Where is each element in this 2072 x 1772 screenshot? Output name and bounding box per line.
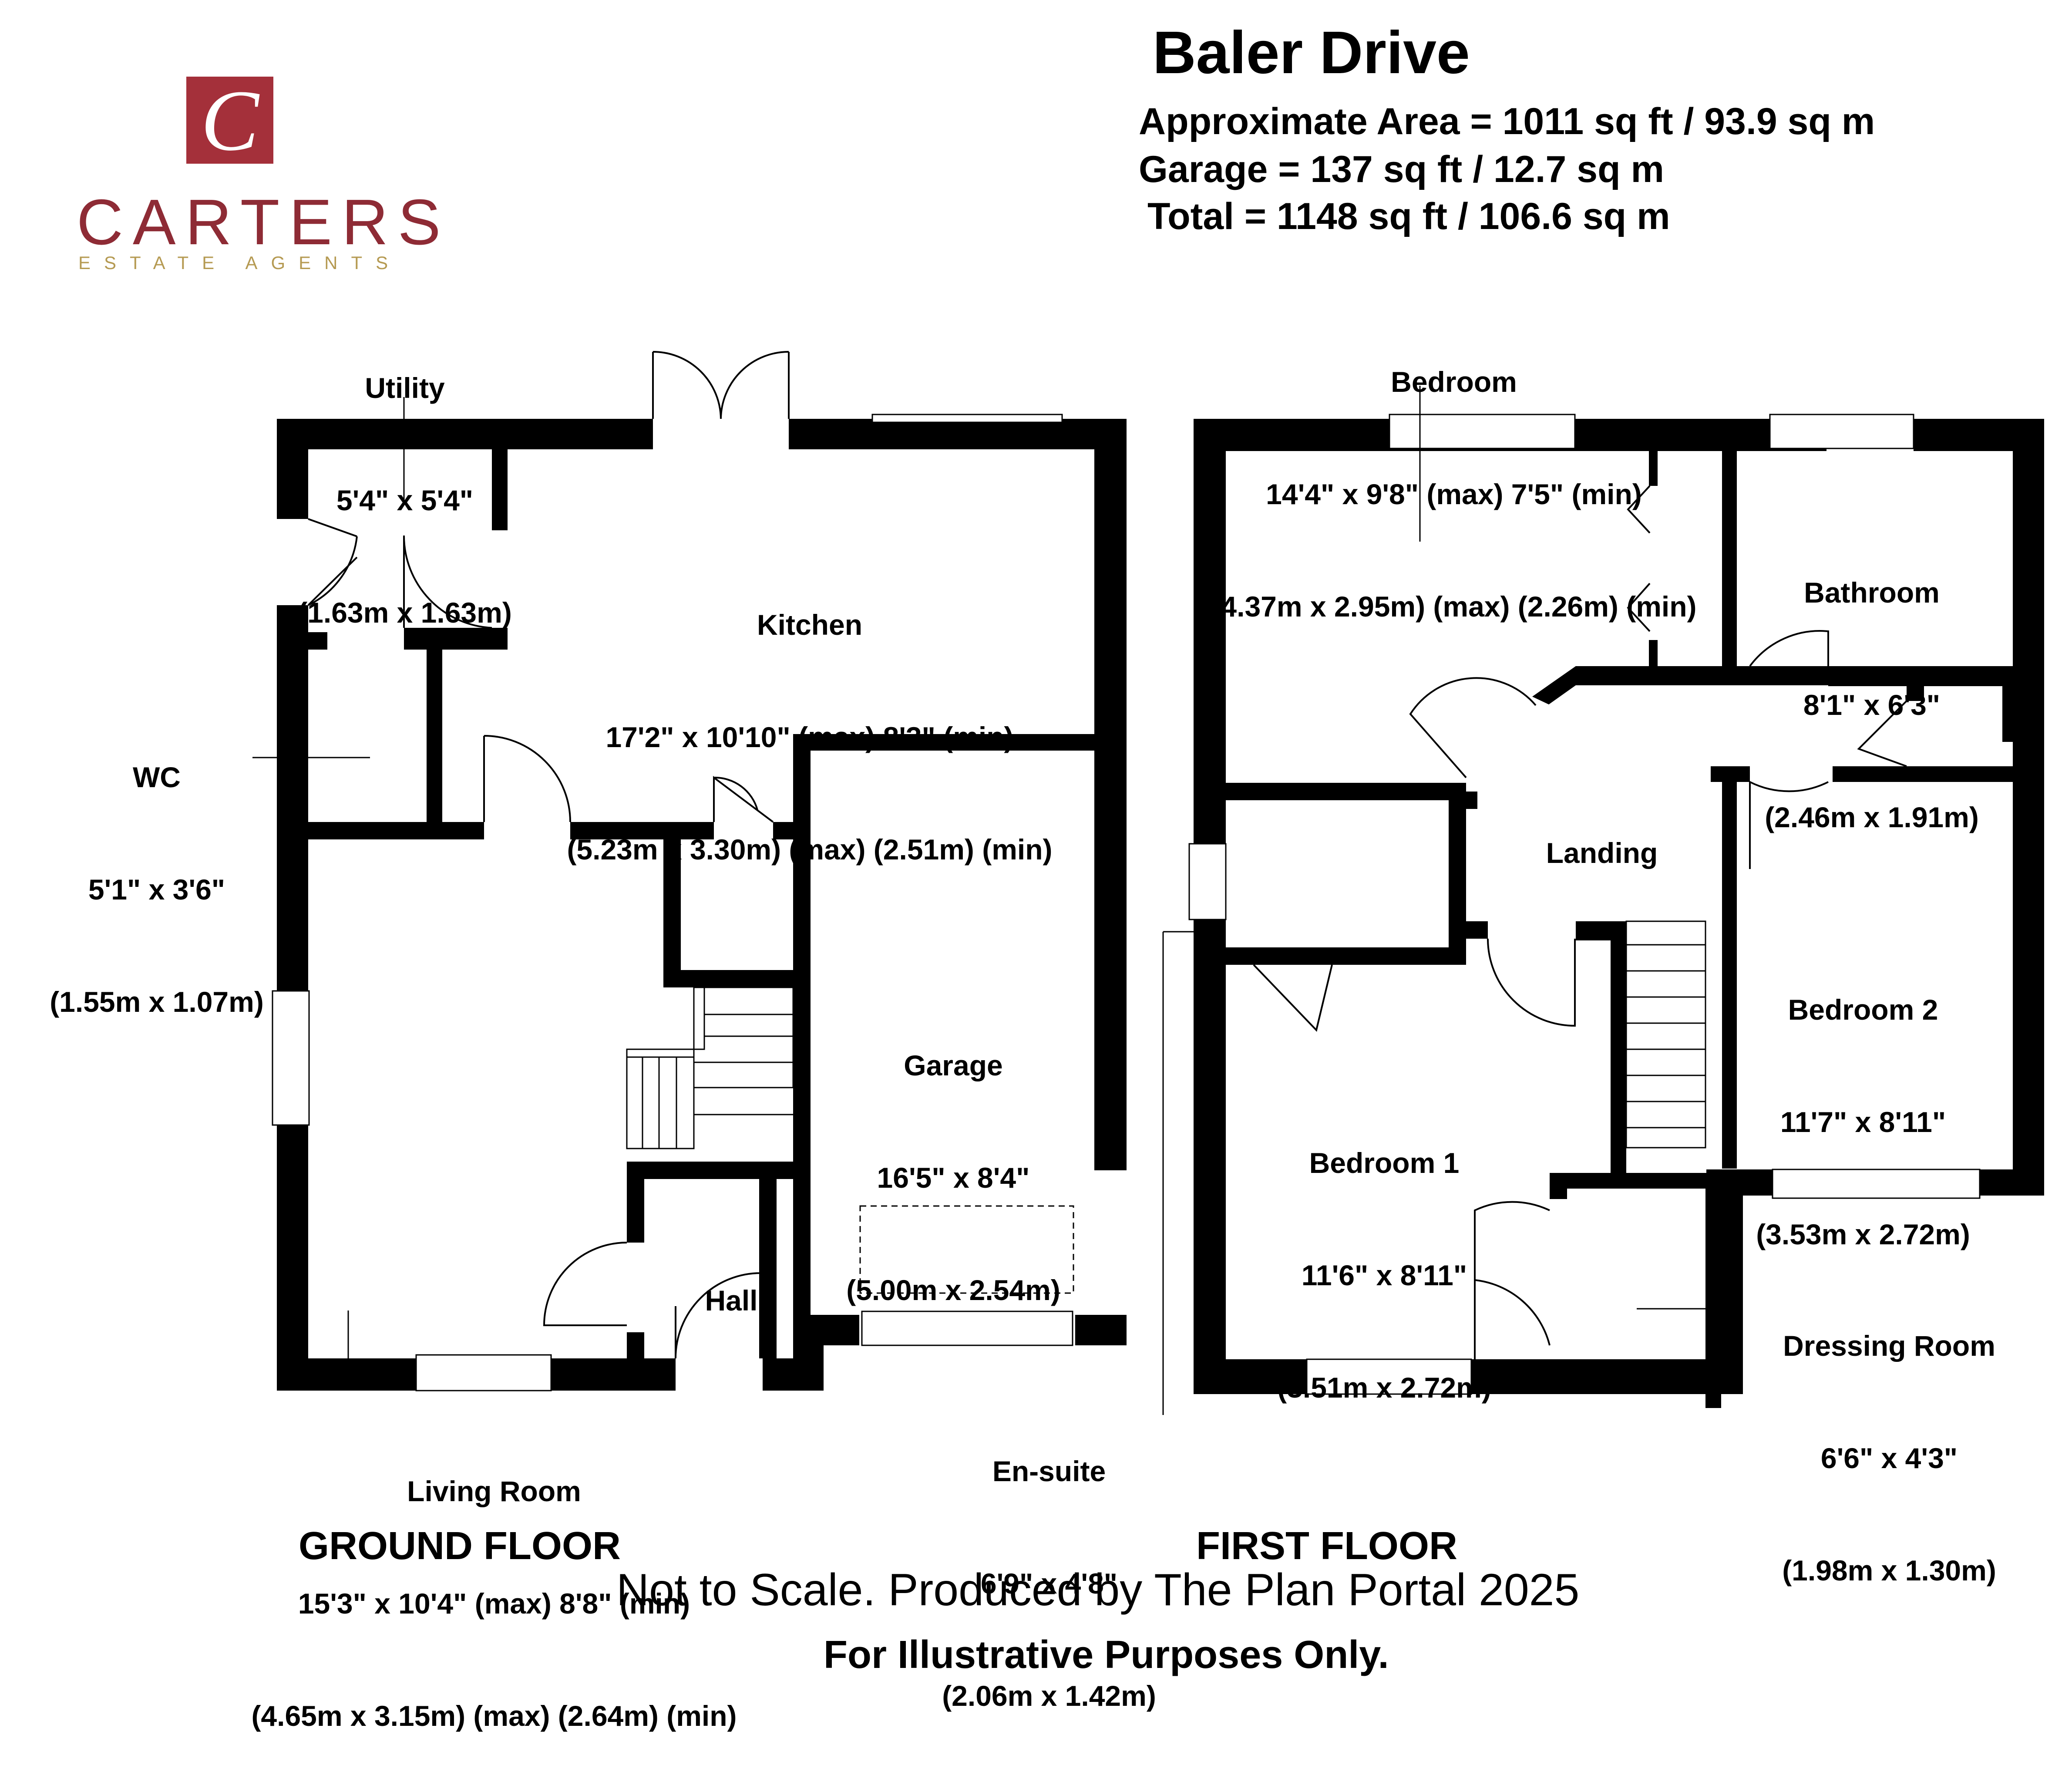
bedroom-label: Bedroom 14'4" x 9'8" (max) 7'5" (min) (4…: [1158, 288, 1750, 663]
first-floor-walls: [1194, 419, 2044, 1408]
garage-door-outline: [859, 1205, 1074, 1294]
bedroom-1-name: Bedroom 1: [1309, 1147, 1460, 1179]
dressing-room-metric: (1.98m x 1.30m): [1782, 1554, 1996, 1587]
en-suite-name: En-suite: [992, 1455, 1106, 1487]
logo-c-glyph-icon: C: [201, 77, 260, 164]
bedroom-2-imperial: 11'7" x 8'11": [1780, 1106, 1946, 1138]
garage-name: Garage: [904, 1049, 1003, 1081]
leader-lines: [252, 386, 1732, 1415]
logo-letter: C: [201, 77, 260, 164]
utility-label: Utility 5'4" x 5'4" (1.63m x 1.63m): [274, 294, 535, 669]
floor-plan-drawing: [252, 351, 2044, 1415]
bathroom-name: Bathroom: [1804, 576, 1940, 609]
approximate-area: Approximate Area = 1011 sq ft / 93.9 sq …: [1139, 101, 1875, 142]
illustrative-note: For Illustrative Purposes Only.: [824, 1633, 1389, 1677]
living-room-imperial: 15'3" x 10'4" (max) 8'8" (min): [298, 1587, 690, 1620]
brand-name: CARTERS: [77, 186, 451, 258]
bathroom-metric: (2.46m x 1.91m): [1765, 801, 1979, 833]
landing-label: Landing: [1515, 759, 1689, 909]
kitchen-metric: (5.23m x 3.30m) (max) (2.51m) (min): [567, 833, 1053, 866]
total-area: Total = 1148 sq ft / 106.6 sq m: [1147, 195, 1670, 237]
en-suite-metric: (2.06m x 1.42m): [942, 1680, 1156, 1712]
living-room-metric: (4.65m x 3.15m) (max) (2.64m) (min): [251, 1700, 737, 1732]
first-floor-windows: [1188, 414, 1981, 1395]
utility-imperial: 5'4" x 5'4": [336, 484, 474, 516]
scale-note: Not to Scale. Produced by The Plan Porta…: [616, 1565, 1580, 1615]
first-floor-title: FIRST FLOOR: [1196, 1524, 1457, 1568]
bedroom-1-label: Bedroom 1 11'6" x 8'11" (3.51m x 2.72m): [1254, 1069, 1515, 1444]
garage-area: Garage = 137 sq ft / 12.7 sq m: [1139, 148, 1664, 190]
dressing-room-imperial: 6'6" x 4'3": [1820, 1442, 1958, 1474]
bedroom-name: Bedroom: [1391, 366, 1517, 398]
carters-logo-mark: C: [186, 77, 273, 164]
hall-name: Hall: [705, 1284, 758, 1317]
ground-floor-title: GROUND FLOOR: [299, 1524, 621, 1568]
kitchen-imperial: 17'2" x 10'10" (max) 8'3" (min): [605, 721, 1014, 753]
wc-imperial: 5'1" x 3'6": [88, 873, 225, 906]
hall-label: Hall: [662, 1207, 801, 1357]
bathroom-imperial: 8'1" x 6'3": [1803, 689, 1941, 721]
landing-name: Landing: [1546, 837, 1658, 869]
kitchen-label: Kitchen 17'2" x 10'10" (max) 8'3" (min) …: [527, 531, 1093, 906]
garage-metric: (5.00m x 2.54m): [846, 1274, 1060, 1306]
bedroom-2-name: Bedroom 2: [1788, 994, 1938, 1026]
bedroom-2-label: Bedroom 2 11'7" x 8'11" (3.53m x 2.72m): [1732, 916, 1994, 1290]
bedroom-imperial: 14'4" x 9'8" (max) 7'5" (min): [1266, 478, 1642, 510]
bedroom-2-metric: (3.53m x 2.72m): [1756, 1218, 1970, 1250]
wc-label: WC 5'1" x 3'6" (1.55m x 1.07m): [35, 684, 279, 1058]
first-floor-doors: [1253, 485, 1907, 1359]
bedroom-1-imperial: 11'6" x 8'11": [1301, 1259, 1467, 1291]
ground-floor-stairs: [626, 987, 794, 1149]
utility-metric: (1.63m x 1.63m): [298, 596, 512, 629]
property-title: Baler Drive: [1153, 19, 1470, 86]
dressing-room-name: Dressing Room: [1783, 1330, 1995, 1362]
en-suite-imperial: 6'9" x 4'8": [980, 1567, 1118, 1600]
living-room-name: Living Room: [407, 1475, 581, 1507]
brand-tagline: ESTATE AGENTS: [78, 253, 402, 273]
bedroom-1-metric: (3.51m x 2.72m): [1277, 1371, 1491, 1404]
ground-floor-walls: [277, 419, 1127, 1391]
first-floor-stairs: [1625, 920, 1706, 1149]
wc-metric: (1.55m x 1.07m): [50, 986, 264, 1018]
ground-floor-windows: [272, 414, 1073, 1391]
wc-name: WC: [133, 761, 181, 793]
garage-label: Garage 16'5" x 8'4" (5.00m x 2.54m): [818, 972, 1088, 1346]
bathroom-label: Bathroom 8'1" x 6'3" (2.46m x 1.91m): [1741, 499, 2002, 873]
ground-floor-doors: [307, 351, 790, 1359]
utility-name: Utility: [365, 372, 445, 404]
garage-imperial: 16'5" x 8'4": [877, 1162, 1030, 1194]
bedroom-metric: (4.37m x 2.95m) (max) (2.26m) (min): [1211, 590, 1697, 623]
kitchen-name: Kitchen: [757, 609, 863, 641]
dressing-room-label: Dressing Room 6'6" x 4'3" (1.98m x 1.30m…: [1759, 1252, 2020, 1627]
